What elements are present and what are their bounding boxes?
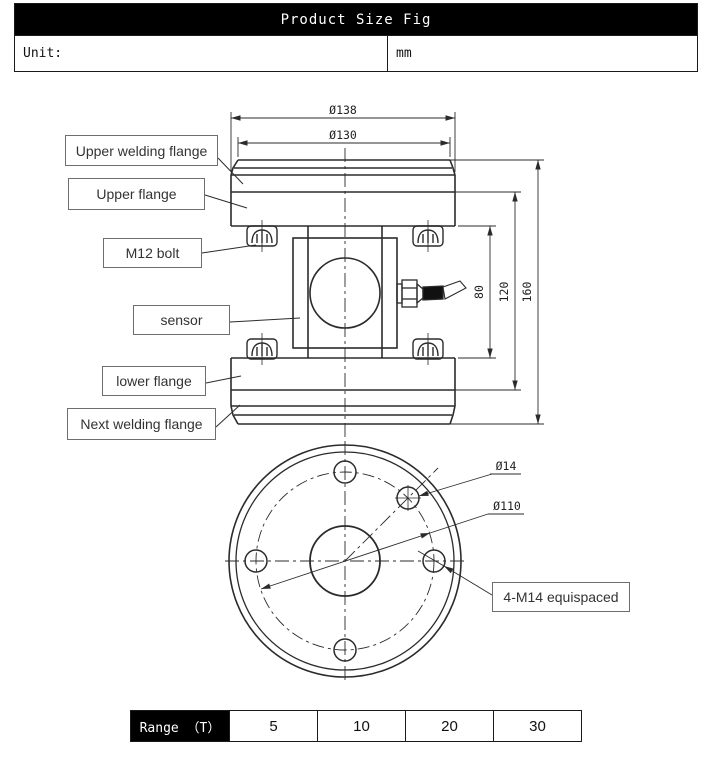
- m12-bolts: [246, 220, 444, 365]
- callout-upper-welding-flange: Upper welding flange: [65, 135, 218, 166]
- title-bar: Product Size Fig: [15, 4, 697, 35]
- sensor-bore-circle: [309, 257, 381, 329]
- cable-tail: [442, 280, 467, 300]
- callout-m12-bolt: M12 bolt: [103, 238, 202, 268]
- upper-flange-block: [230, 159, 456, 227]
- range-value-5: 5: [229, 711, 317, 741]
- d14-leader: [418, 473, 521, 497]
- dim-text-80: 80: [472, 285, 486, 299]
- cable-black-segment: [422, 285, 444, 301]
- sensor-body: [292, 226, 398, 358]
- dim-text-d130: Ø130: [329, 128, 357, 142]
- bolt-holes: [244, 460, 446, 662]
- extension-lines: [230, 112, 544, 425]
- callout-next-welding-flange: Next welding flange: [67, 408, 216, 440]
- dim-text-d14: Ø14: [496, 459, 517, 473]
- bolt-upper-right: [412, 220, 444, 252]
- unit-value-cell: mm: [396, 46, 412, 61]
- dim-text-120: 120: [497, 282, 511, 303]
- range-table: Range （T） 5 10 20 30: [130, 710, 582, 742]
- dim-text-160: 160: [520, 282, 534, 303]
- bolt-lower-right: [412, 333, 444, 365]
- bolt-lower-left: [246, 333, 278, 365]
- leader-lines: [201, 157, 301, 428]
- callout-m14-equispaced: 4-M14 equispaced: [492, 582, 630, 612]
- dim-text-d110: Ø110: [493, 499, 521, 513]
- side-view: [201, 112, 544, 437]
- cable-connector: [396, 279, 467, 308]
- dimension-texts: Ø138 Ø130 80 120 160 Ø14 Ø110: [329, 103, 534, 513]
- range-value-30: 30: [493, 711, 581, 741]
- range-value-20: 20: [405, 711, 493, 741]
- range-table-header: Range （T）: [131, 711, 229, 741]
- d110-leader: [260, 513, 524, 590]
- m14-leader: [417, 550, 493, 596]
- lower-flange-block: [230, 357, 456, 425]
- callout-upper-flange: Upper flange: [68, 178, 205, 210]
- bottom-view: [225, 441, 524, 681]
- callout-sensor: sensor: [133, 305, 230, 335]
- dimension-lines: [231, 115, 541, 424]
- unit-label-cell: Unit:: [15, 36, 388, 71]
- bolt-upper-left: [246, 220, 278, 252]
- range-value-10: 10: [317, 711, 405, 741]
- page-title: Product Size Fig: [280, 11, 432, 28]
- callout-lower-flange: lower flange: [102, 366, 206, 396]
- unit-row: Unit: mm: [15, 35, 697, 71]
- title-table: Product Size Fig Unit: mm: [14, 3, 698, 72]
- dim-text-d138: Ø138: [329, 103, 357, 117]
